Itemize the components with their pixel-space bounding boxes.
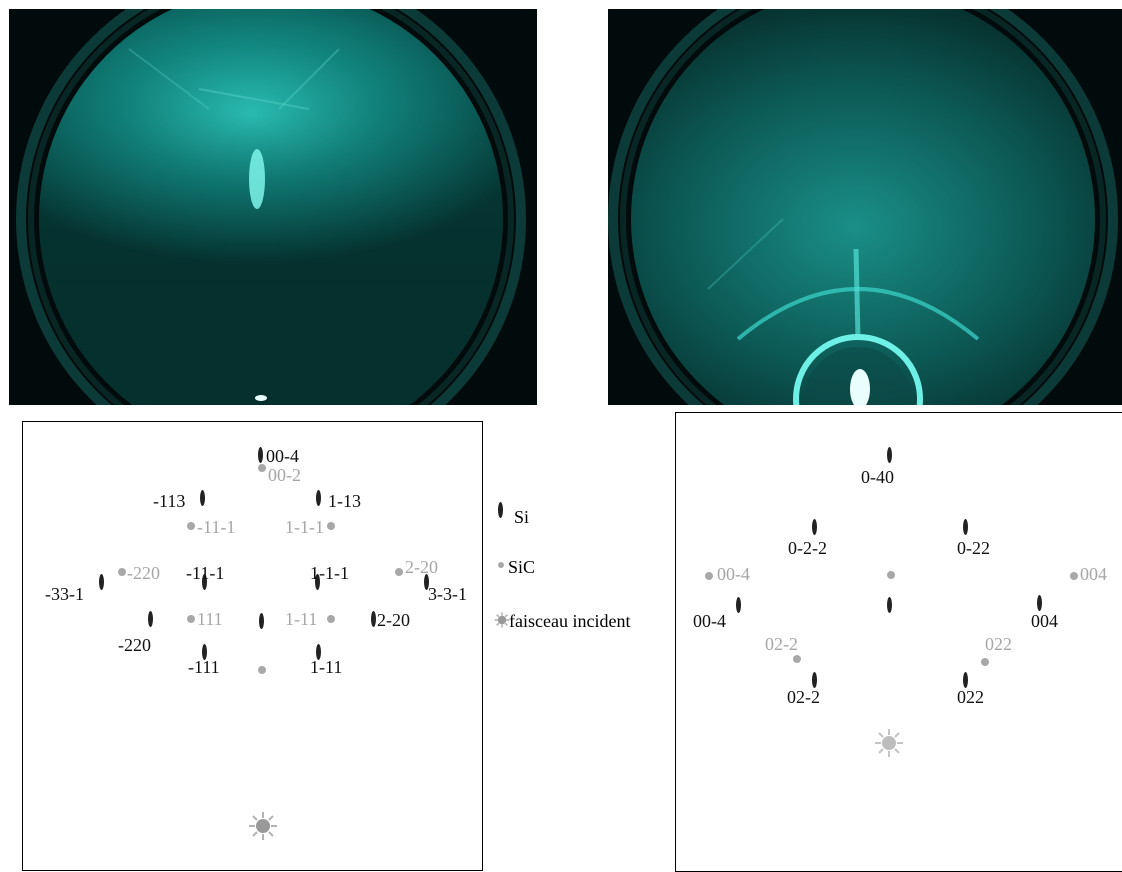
si-spot [202,644,207,660]
sic-spot-icon [498,562,504,568]
spot-label: 3-3-1 [428,584,467,604]
legend-label: Si [514,507,530,527]
rheed-pattern-left [9,9,537,405]
spot-label: 0-2-2 [788,538,827,558]
si-spot [99,574,104,590]
sic-spot [258,666,266,674]
spot-label: 2-20 [377,610,410,630]
rheed-photo-right [608,9,1122,405]
sic-spot [793,655,801,663]
spot-label: 1-1-1 [310,563,349,583]
si-spot [963,519,968,535]
si-spot [812,519,817,535]
legend-label: SiC [508,557,536,577]
spot-label: 2-20 [405,557,438,577]
spot-label: 1-1-1 [285,517,324,537]
diffraction-diagram-left: 00-4 00-2 -113 1-13 -11-1 1-1-1 -220 -11… [22,421,483,871]
spot-label: 00-4 [717,564,750,584]
spot-label: -111 [188,657,220,677]
diffraction-diagram-right: 0-40 0-2-2 0-22 00-4 004 00-4 004 02-2 0… [675,412,1122,872]
rheed-pattern-right [608,9,1122,405]
sic-spot [327,615,335,623]
spot-label: 1-11 [285,609,318,629]
spot-label: 00-4 [693,611,726,631]
rheed-photo-left [9,9,537,405]
si-spot [202,574,207,590]
spot-label: 02-2 [765,634,798,654]
spot-label: 02-2 [787,687,820,707]
sic-spot [327,522,335,530]
spot-label: 1-13 [328,491,361,511]
si-spot [200,490,205,506]
si-spot [316,490,321,506]
spot-label: 00-2 [268,465,301,485]
incident-beam-icon [875,729,903,757]
si-spot [1037,595,1042,611]
spot-label: -33-1 [45,584,84,604]
incident-beam-icon [249,812,277,840]
sic-spot [118,568,126,576]
si-spot [887,447,892,463]
sic-spot [1070,572,1078,580]
si-spot [963,672,968,688]
spot-label: -220 [118,635,151,655]
spot-label: -11-1 [197,517,236,537]
si-spot [316,644,321,660]
spot-label: 0-40 [861,467,894,487]
si-spot [148,611,153,627]
spot-label: 1-11 [310,657,343,677]
sic-spot [705,572,713,580]
spot-label: 0-22 [957,538,990,558]
si-spot [371,611,376,627]
spot-label: 00-4 [266,446,299,466]
spot-label: 022 [985,634,1012,654]
sic-spot [187,522,195,530]
legend-label: faisceau incident [509,611,631,631]
spot-label: -11-1 [186,563,225,583]
si-spot [424,574,429,590]
sic-spot [395,568,403,576]
incident-beam-icon [494,612,510,628]
si-spot [258,447,263,463]
sic-spot [258,464,266,472]
spot-label: 004 [1080,564,1107,584]
sic-spot [887,571,895,579]
si-spot [315,574,320,590]
spot-label: 004 [1031,611,1058,631]
si-spot [736,597,741,613]
sic-spot [187,615,195,623]
sic-spot [981,658,989,666]
si-spot-icon [498,502,503,518]
si-spot [259,613,264,629]
spot-label: 111 [197,609,223,629]
si-spot [812,672,817,688]
spot-label: -113 [153,491,186,511]
spot-label: -220 [127,563,160,583]
spot-label: 022 [957,687,984,707]
legend: Si SiC faisceau incident [494,500,669,640]
si-spot [887,597,892,613]
